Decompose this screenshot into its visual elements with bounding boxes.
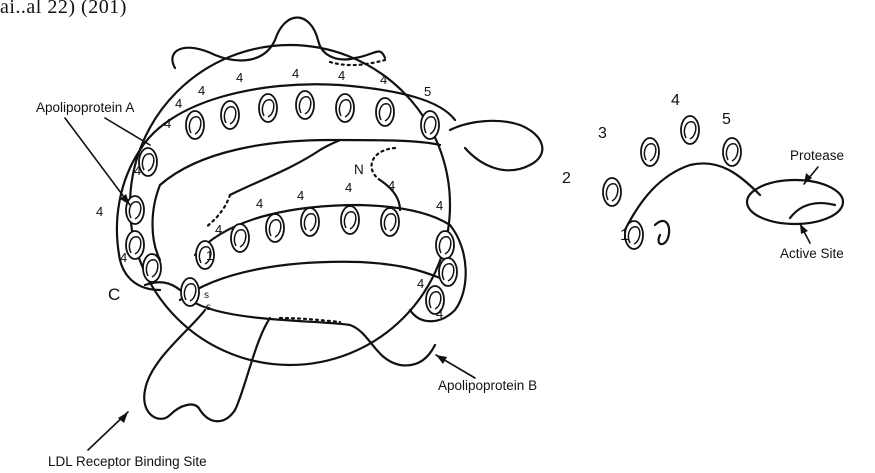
- kringle-number: 4: [198, 83, 205, 98]
- kringle-number: 4: [388, 178, 395, 193]
- kringle-number: 4: [380, 72, 387, 87]
- kringle-number: 4: [164, 116, 171, 131]
- kringle-number: 4: [175, 96, 182, 111]
- kringle-upper: [186, 91, 439, 139]
- kringle-number: 4: [120, 250, 127, 265]
- protease-label: Protease: [790, 148, 844, 163]
- kringle-c-terminal: [181, 278, 199, 306]
- apob-arrowhead: [436, 355, 447, 364]
- left-band-inner: [153, 185, 161, 260]
- kringle-number: 4: [292, 66, 299, 81]
- apob-right-loop: [450, 121, 542, 170]
- domain-number: 2: [562, 170, 571, 187]
- kringle-number: 4: [436, 198, 443, 213]
- kringle-number: 4: [134, 163, 141, 178]
- kringle-number: 4: [96, 204, 103, 219]
- c-terminus-label: C: [108, 285, 120, 304]
- active-site-label: Active Site: [780, 246, 844, 261]
- apolipoprotein-a-label: Apolipoprotein A: [36, 100, 134, 115]
- domain-number: 1: [620, 227, 629, 244]
- kringle-number: 4: [215, 222, 222, 237]
- kringle-left: [126, 148, 161, 282]
- apoa-arrow-2: [65, 118, 130, 205]
- ldl-loop: [144, 310, 270, 421]
- apob-bottom-loop: [190, 300, 435, 365]
- apob-top-loop: [172, 18, 385, 69]
- kringle-number: 4: [436, 306, 443, 321]
- apoa-arrow-1: [105, 118, 150, 145]
- active-site-arrowhead: [800, 224, 808, 234]
- kringle-number: 4: [345, 180, 352, 195]
- kringle-number: 4: [417, 276, 424, 291]
- kringle-number: 4: [297, 188, 304, 203]
- kringle-right: [426, 231, 457, 314]
- disulfide-label: s: [206, 302, 211, 313]
- ldl-receptor-label: LDL Receptor Binding Site: [48, 454, 207, 469]
- n-terminus-label: N: [354, 162, 364, 177]
- kringle-number: 4: [338, 68, 345, 83]
- protease-domain: [747, 180, 843, 224]
- active-site-curve: [790, 203, 835, 218]
- kringle-number: 4: [236, 70, 243, 85]
- apoa-lower-bottom-edge: [180, 262, 440, 300]
- kringle-number: 4: [256, 196, 263, 211]
- apolipoprotein-b-label: Apolipoprotein B: [438, 378, 537, 393]
- disulfide-label: s: [204, 290, 209, 301]
- kringle-number: 1: [206, 248, 213, 263]
- kringle-lower: [196, 206, 399, 269]
- domain-number: 3: [598, 125, 607, 142]
- kringle-number: 5: [424, 84, 431, 99]
- right-small-coil: [655, 221, 669, 244]
- right-backbone: [625, 163, 760, 230]
- inner-dotted-right: [372, 148, 395, 180]
- ldl-arrowhead: [118, 412, 128, 423]
- domain-number: 4: [671, 92, 680, 109]
- domain-number: 5: [722, 111, 731, 128]
